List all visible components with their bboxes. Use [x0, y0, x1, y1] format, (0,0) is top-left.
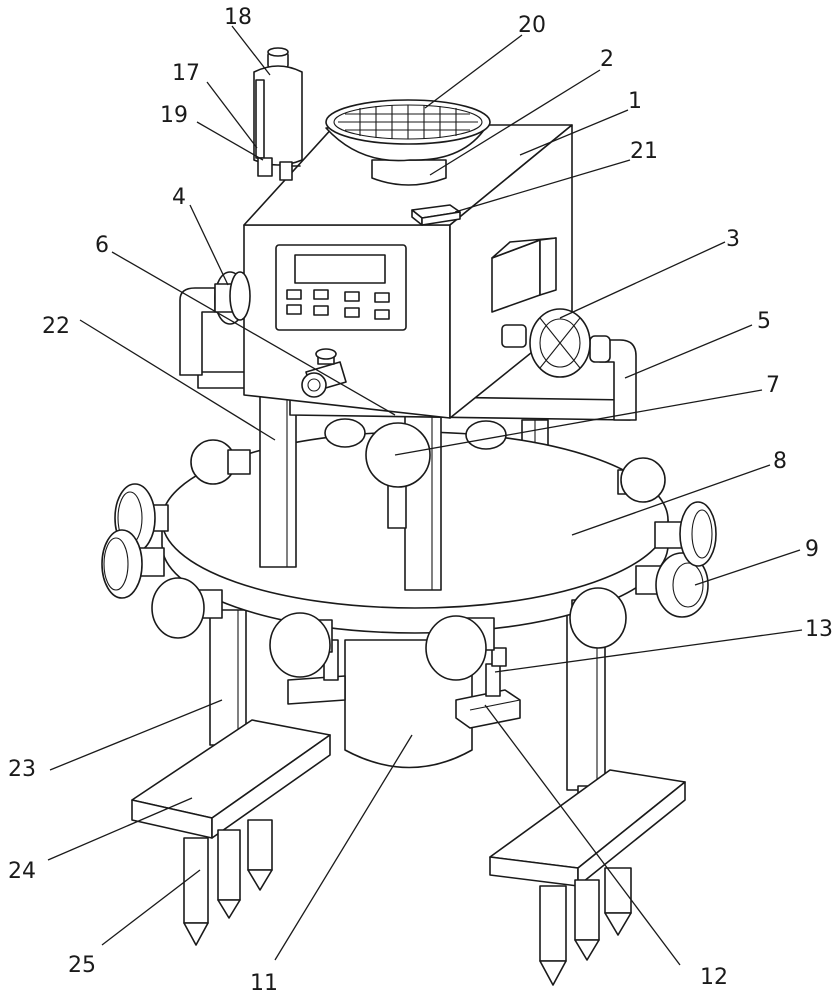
label-3: 3 [726, 227, 740, 252]
part-labels: 18 20 17 2 19 1 21 4 3 6 22 5 7 8 9 13 2… [8, 5, 833, 996]
hopper-mesh [333, 104, 483, 140]
label-24: 24 [8, 859, 36, 884]
hopper [325, 99, 491, 186]
label-1: 1 [628, 89, 642, 114]
right-spikes [539, 867, 632, 986]
top-switch [411, 204, 461, 226]
left-leg-assembly [131, 609, 331, 946]
label-8: 8 [773, 449, 787, 474]
nozzle-front-left [151, 577, 223, 639]
nozzle-right-upper [654, 501, 717, 567]
label-23: 23 [8, 757, 36, 782]
left-pump [214, 271, 251, 325]
right-pump [501, 308, 637, 421]
keypad-buttons [286, 289, 390, 320]
label-13: 13 [805, 617, 833, 642]
nozzle-back-left [190, 439, 251, 485]
label-2: 2 [600, 47, 614, 72]
label-20: 20 [518, 13, 546, 38]
label-18: 18 [224, 5, 252, 30]
nozzle-right-lower [635, 552, 709, 618]
label-17: 17 [172, 61, 200, 86]
dosing-bottle [253, 47, 303, 181]
left-spikes [183, 819, 273, 946]
nozzle-front-right [569, 587, 627, 649]
label-19: 19 [160, 103, 188, 128]
control-panel [275, 244, 407, 331]
leader-lines [47, 25, 803, 966]
nozzle-front-center-right [425, 615, 495, 681]
label-4: 4 [172, 185, 186, 210]
spray-nozzles [101, 439, 717, 681]
label-21: 21 [630, 139, 658, 164]
nozzle-front-center-left [269, 612, 333, 678]
nozzle-left-lower [101, 529, 165, 599]
label-9: 9 [805, 537, 819, 562]
label-25: 25 [68, 953, 96, 978]
label-22: 22 [42, 314, 70, 339]
left-elbow-pipe [179, 287, 216, 376]
label-12: 12 [700, 965, 728, 990]
right-leg-assembly [489, 594, 686, 986]
label-5: 5 [757, 309, 771, 334]
label-11: 11 [250, 971, 278, 996]
side-control-box [491, 237, 557, 313]
label-7: 7 [766, 373, 780, 398]
label-6: 6 [95, 233, 109, 258]
nozzle-back-right [617, 457, 666, 503]
